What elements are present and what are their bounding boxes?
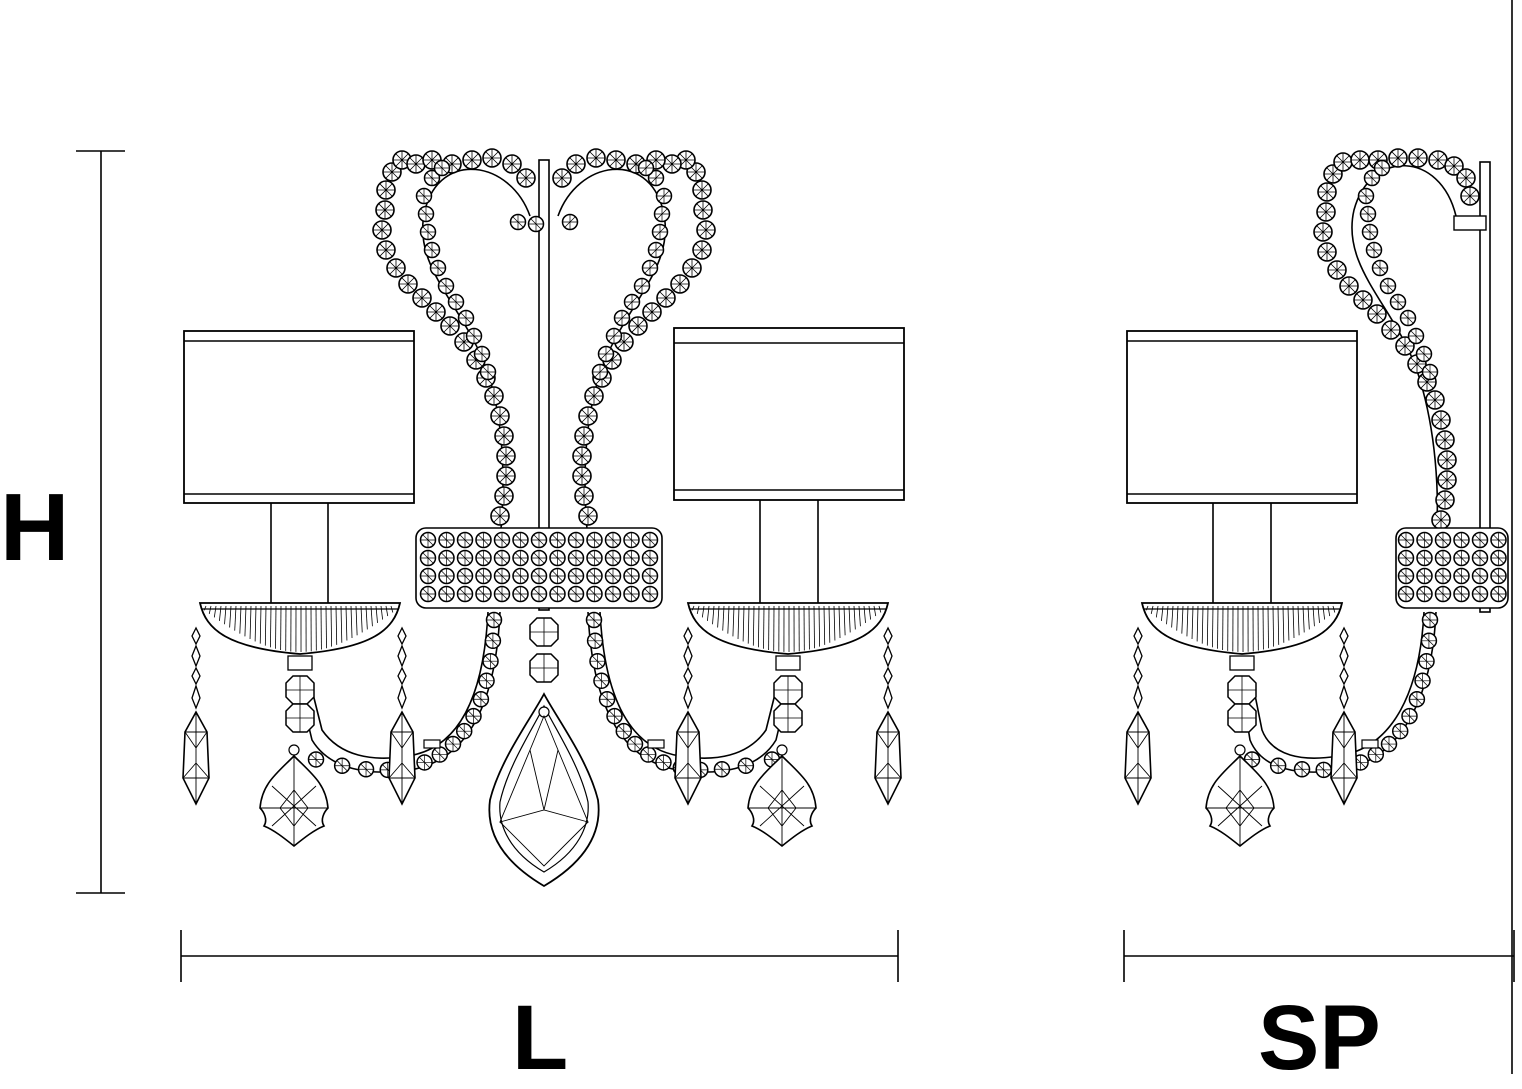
left-bowl [200, 603, 400, 654]
left-lampshade [184, 331, 414, 604]
length-dimension-label: L [512, 992, 568, 1084]
right-lampshade [674, 328, 904, 604]
side-elevation [1125, 0, 1512, 1074]
depth-dimension-label: SP [1258, 992, 1381, 1084]
front-elevation [183, 149, 904, 886]
right-bowl [688, 603, 888, 654]
dimension-lines [76, 151, 1514, 982]
height-dimension-label: H [0, 480, 69, 576]
